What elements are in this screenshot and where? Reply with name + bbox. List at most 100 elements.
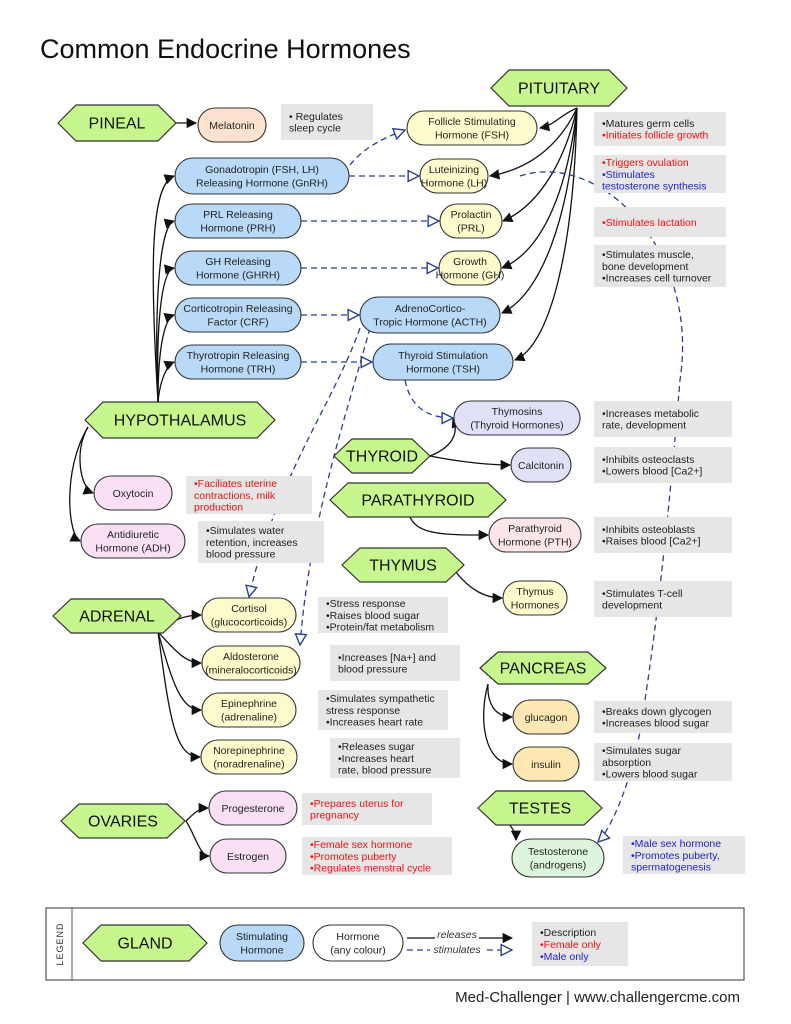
release-arrow [185,820,211,862]
desc-line: blood pressure [338,664,408,676]
desc-fsh: •Matures germ cells•Initiates follicle g… [594,112,726,146]
gland-pituitary: PITUITARY [490,69,628,107]
desc-line: •Raises blood [Ca2+] [602,536,701,548]
desc-glucagon: •Breaks down glycogen•Increases blood su… [594,701,732,733]
legend-desc-line: •Female only [540,939,602,951]
desc-line: spermatogenesis [631,862,711,874]
release-arrow [157,631,202,763]
node-label-line: (mineralocorticoids) [205,665,297,677]
gland-hypothalamus: HYPOTHALAMUS [84,401,276,439]
desc-line: •Promotes puberty [310,851,397,863]
node-label-line: Hormone (GH) [436,270,505,282]
desc-line: •Simulates water [206,525,285,537]
desc-line: •Male sex hormone [631,838,721,850]
release-arrow [509,824,522,842]
node-label-line: glucagon [525,712,568,724]
node-label-line: insulin [531,759,561,771]
release-arrows [69,107,578,862]
release-arrow [157,313,175,403]
desc-line: •Inhibits osteoclasts [602,454,694,466]
node-label-line: Oxytocin [113,488,154,500]
hormone-insulin: insulin [512,746,580,782]
gland-label: ADRENAL [79,609,155,626]
node-label-line: Hormone (FSH) [435,130,509,142]
desc-line: sleep cycle [289,123,341,135]
node-label-line: Growth [453,256,487,268]
desc-line: retention, increases [206,537,298,549]
node-label-line: Follicle Stimulating [428,116,516,128]
desc-estrogen: •Female sex hormone•Promotes puberty•Reg… [302,837,452,875]
node-label-line: Gonadotropin (FSH, LH) [205,164,319,176]
desc-line: •Stimulates T-cell [602,588,683,600]
gland-testes: TESTES [477,790,603,826]
stimulation-arrow [404,379,453,418]
hormone-estrogen: Estrogen [209,838,287,874]
node-label-line: Parathyroid [508,523,562,535]
release-arrow [429,417,462,457]
stim-gnrh: Gonadotropin (FSH, LH) Releasing Hormone … [174,157,350,195]
desc-calcitonin: •Inhibits osteoclasts•Lowers blood [Ca2+… [594,447,732,483]
desc-line: bone development [602,261,688,273]
desc-line: •Stimulates lactation [602,217,697,229]
desc-line: •Initiates follicle growth [602,130,709,142]
node-label-line: Norepinephrine [213,745,285,757]
legend-hormone: Hormone(any colour) [312,924,404,962]
desc-cortisol: •Stress response•Raises blood sugar•Prot… [318,597,448,634]
gland-label: PANCREAS [500,661,587,678]
node-label-line: Luteinizing [429,164,479,176]
release-arrow [502,107,578,223]
gland-label: PINEAL [89,116,146,133]
node-label-line: Thymus [516,586,553,598]
hormone-thymosins: Thymosins(Thyroid Hormones) [453,400,581,436]
node-label-line: Releasing Hormone (GnRH) [196,178,328,190]
desc-line: •Breaks down glycogen [602,706,711,718]
legend-stimulates-label: stimulates [433,944,481,956]
node-label-line: Calcitonin [518,460,564,472]
gland-label: PITUITARY [518,81,600,98]
gland-thymus: THYMUS [341,547,465,583]
legend-desc-line: •Description [540,927,596,939]
desc-line: •Stimulates [602,169,655,181]
release-arrow [79,426,94,495]
release-arrow [538,107,578,132]
legend-stimulates-label-bg [430,943,484,955]
node-label-line: Hormone (PTH) [498,537,572,549]
node-label-line: PRL Releasing [203,209,273,221]
desc-line: contractions, milk [194,490,276,502]
release-arrow [483,683,514,770]
node-label-line: Thyrotropin Releasing [187,350,290,362]
node-label-line: Prolactin [451,209,492,221]
desc-testosterone: •Male sex hormone•Promotes puberty,sperm… [623,836,745,874]
desc-line: •Protein/fat metabolism [326,622,434,634]
desc-line: •Increases [Na+] and [338,652,436,664]
desc-line: pregnancy [310,810,360,822]
desc-line: •Increases metabolic [602,408,699,420]
hormone-testosterone: Testosterone(androgens) [511,838,605,878]
release-arrow [157,631,203,669]
node-label-line: Factor (CRF) [207,317,268,329]
node-label-line: Progesterone [221,803,284,815]
gland-label: THYROID [346,449,418,466]
desc-line: •Simulates sugar [602,745,681,757]
desc-line: •Increases heart rate [326,717,423,729]
desc-line: • Regulates [289,111,343,123]
desc-line: development [602,600,662,612]
release-arrow [514,107,578,362]
hormone-epinephrine: Epinephrine(adrenaline) [201,692,297,728]
legend-releases-label: releases [437,929,477,941]
desc-line: •Lowers blood sugar [602,769,698,781]
hormone-calcitonin: Calcitonin [510,447,572,483]
legend-side-label: LEGEND [55,922,65,965]
hormone-glucagon: glucagon [512,699,580,735]
